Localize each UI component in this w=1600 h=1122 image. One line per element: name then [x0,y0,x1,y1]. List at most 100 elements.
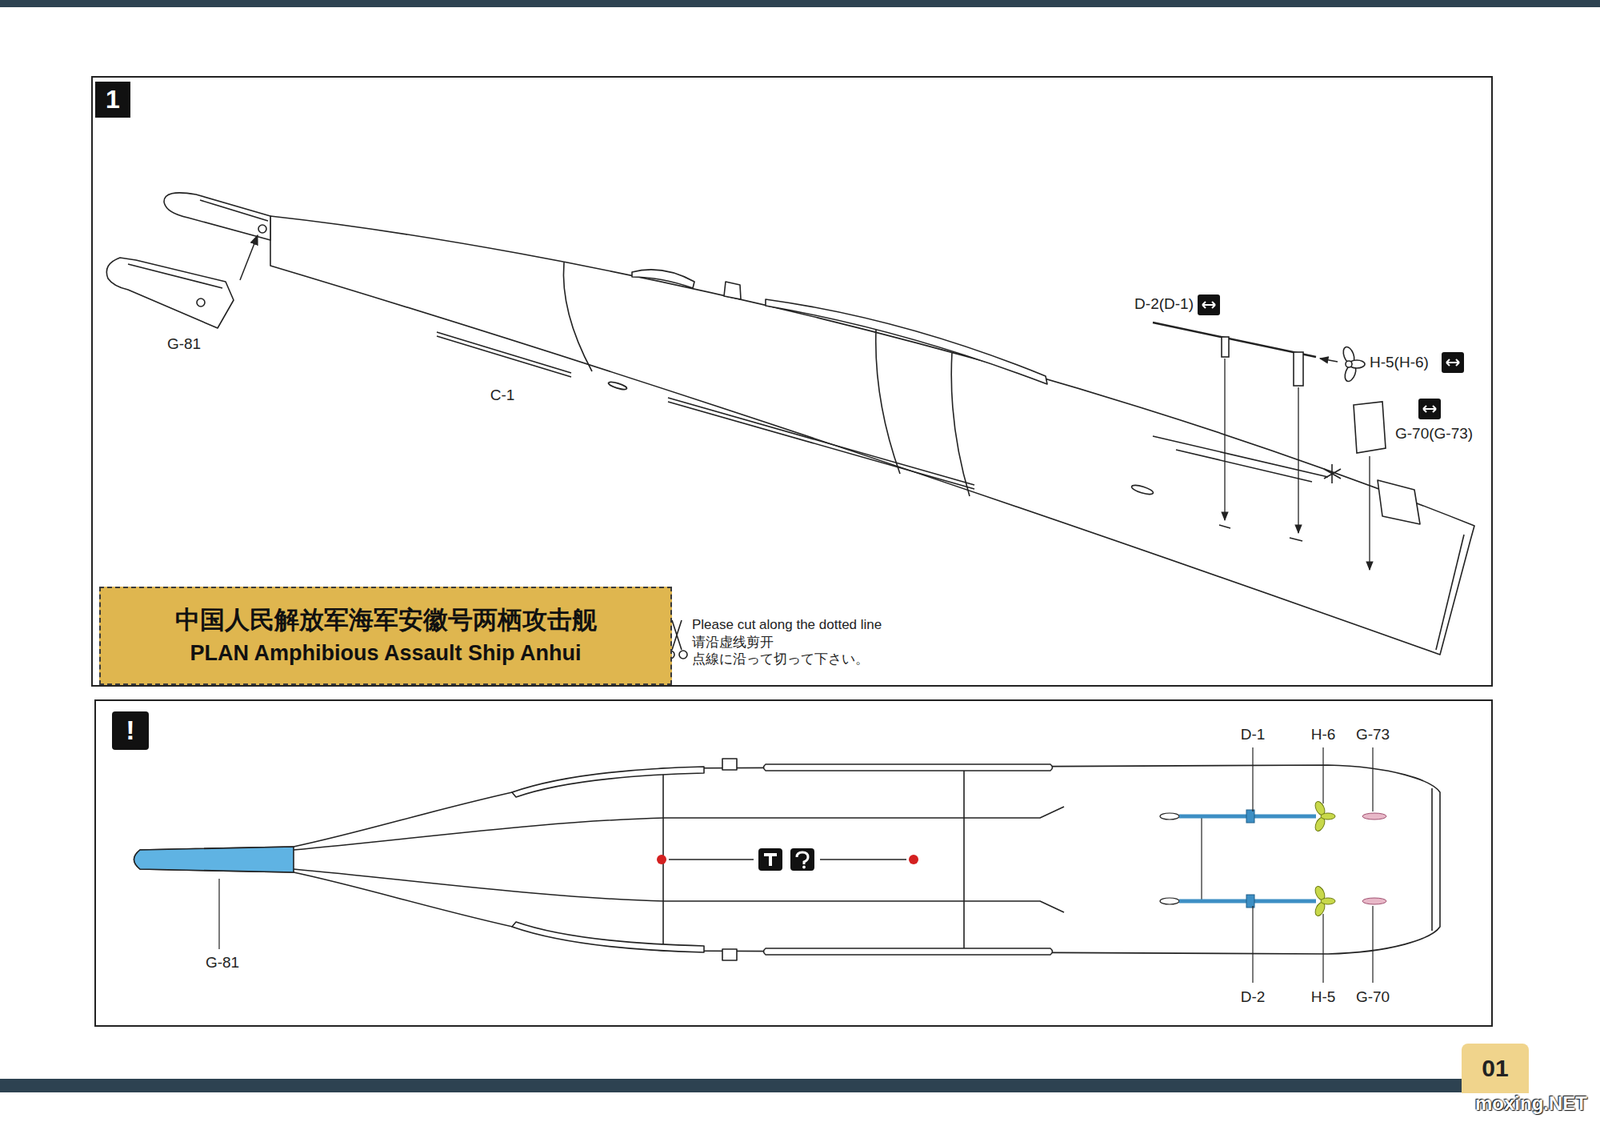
shaft-assembly [1160,897,1180,904]
stern-edge [1431,788,1433,931]
bow-detail [200,200,268,221]
strut-base [1200,816,1202,901]
drill-marks [668,858,754,860]
shaft-assembly [1160,884,1387,918]
part-g81 [196,298,205,307]
note-panel [95,700,1492,1026]
part-number: H-5(H-6) [1369,353,1429,372]
panel-line [663,765,964,953]
propeller-part [1345,360,1352,368]
top-bar [0,0,1600,8]
rudder [1377,480,1420,524]
mirror-icon [1423,405,1436,412]
tab [722,948,737,960]
drill-marks [656,848,919,871]
sponson [765,299,1048,384]
node-subtext: PLAN Amphibious Assault Ship Anhui [190,640,582,666]
mirror-icon [1441,352,1464,373]
panel-line [563,262,592,372]
scissors-icon [672,620,682,650]
shaft-assembly [1320,897,1336,904]
node-text: ! [125,714,135,746]
step-panel [92,76,1492,686]
propeller [1324,464,1341,484]
drill-marks [790,848,815,871]
intake [1130,483,1154,496]
node-text: 1 [105,84,120,115]
upper-half-details [293,758,1064,850]
g81-highlight [134,846,295,872]
shaft-assembly [1362,812,1387,820]
intake [608,380,628,392]
mirror-icon [1197,294,1220,316]
drill-marks [758,848,783,871]
bow-piece [164,192,271,240]
shaft-assembly [1246,894,1255,908]
part-g81 [106,257,234,328]
drill-marks [802,865,806,869]
locating-hole [258,224,267,233]
mount-mark [1219,524,1303,541]
assembly-arrow [1224,358,1225,520]
stern-edge [1436,534,1464,650]
page-frame [0,0,1600,1092]
assembly-arrow [1368,456,1370,570]
part-number: D-2 [1240,988,1266,1006]
mirror-icon [1418,398,1441,420]
drill-marks [796,852,808,864]
sponson [764,948,1053,955]
part-number: G-81 [205,953,240,972]
leader-line [1252,905,1253,983]
bilge-keel [668,397,975,489]
panel-line [951,352,970,496]
step-number: 1 [95,81,131,118]
hull-bottom-view [134,758,1441,960]
leader-line [1372,747,1373,812]
cut-note: Please cut along the dotted line [692,616,882,633]
strut [1221,336,1229,357]
leader-line [1372,905,1373,983]
cut-note: 点線に沿って切って下さい。 [692,651,869,668]
assembly-arrow [1297,387,1299,533]
lower-half-details [293,868,1064,960]
strut [1293,352,1304,386]
rudder-part [1353,401,1386,453]
part-number: H-6 [1311,725,1336,744]
cut-note: 请沿虚线剪开 [692,634,774,651]
part-g81 [128,264,223,288]
mirror-icon [1418,398,1441,420]
scissors-icon [679,650,688,659]
mirror-icon [1441,352,1464,373]
sponson [512,766,704,797]
title-card: 中国人民解放军海军安徽号两栖攻击舰 PLAN Amphibious Assault… [99,586,672,685]
part-g81 [106,257,234,328]
panel-line [876,329,900,474]
node-text: 01 [1481,1054,1508,1083]
mirror-icon [1202,301,1216,308]
fin [724,281,741,300]
drill-marks [820,858,907,860]
part-number: C-1 [490,386,516,404]
part-number: G-70 [1356,988,1390,1006]
shaft-assembly [1246,809,1255,823]
assembly-arrow [1320,358,1338,362]
node-text: 中国人民解放军海军安徽号两栖攻击舰 [175,605,597,635]
drill-marks [908,854,919,864]
leader-line [219,747,1373,983]
part-number: D-1 [1240,725,1266,744]
part-number: G-70(G-73) [1395,424,1473,443]
shaft [1152,436,1328,482]
mirror-icon [1446,359,1460,366]
assembly-arrow [240,235,258,280]
page-number: 01 [1461,1043,1529,1093]
drill-marks [764,852,777,866]
shaft-assembly [1160,800,1387,833]
bottom-bar [0,1078,1462,1092]
keel-line [293,868,1064,912]
shaft-assembly [1313,884,1336,918]
propeller-part [1341,345,1365,384]
sponson [512,921,704,952]
drill-marks [656,854,667,864]
